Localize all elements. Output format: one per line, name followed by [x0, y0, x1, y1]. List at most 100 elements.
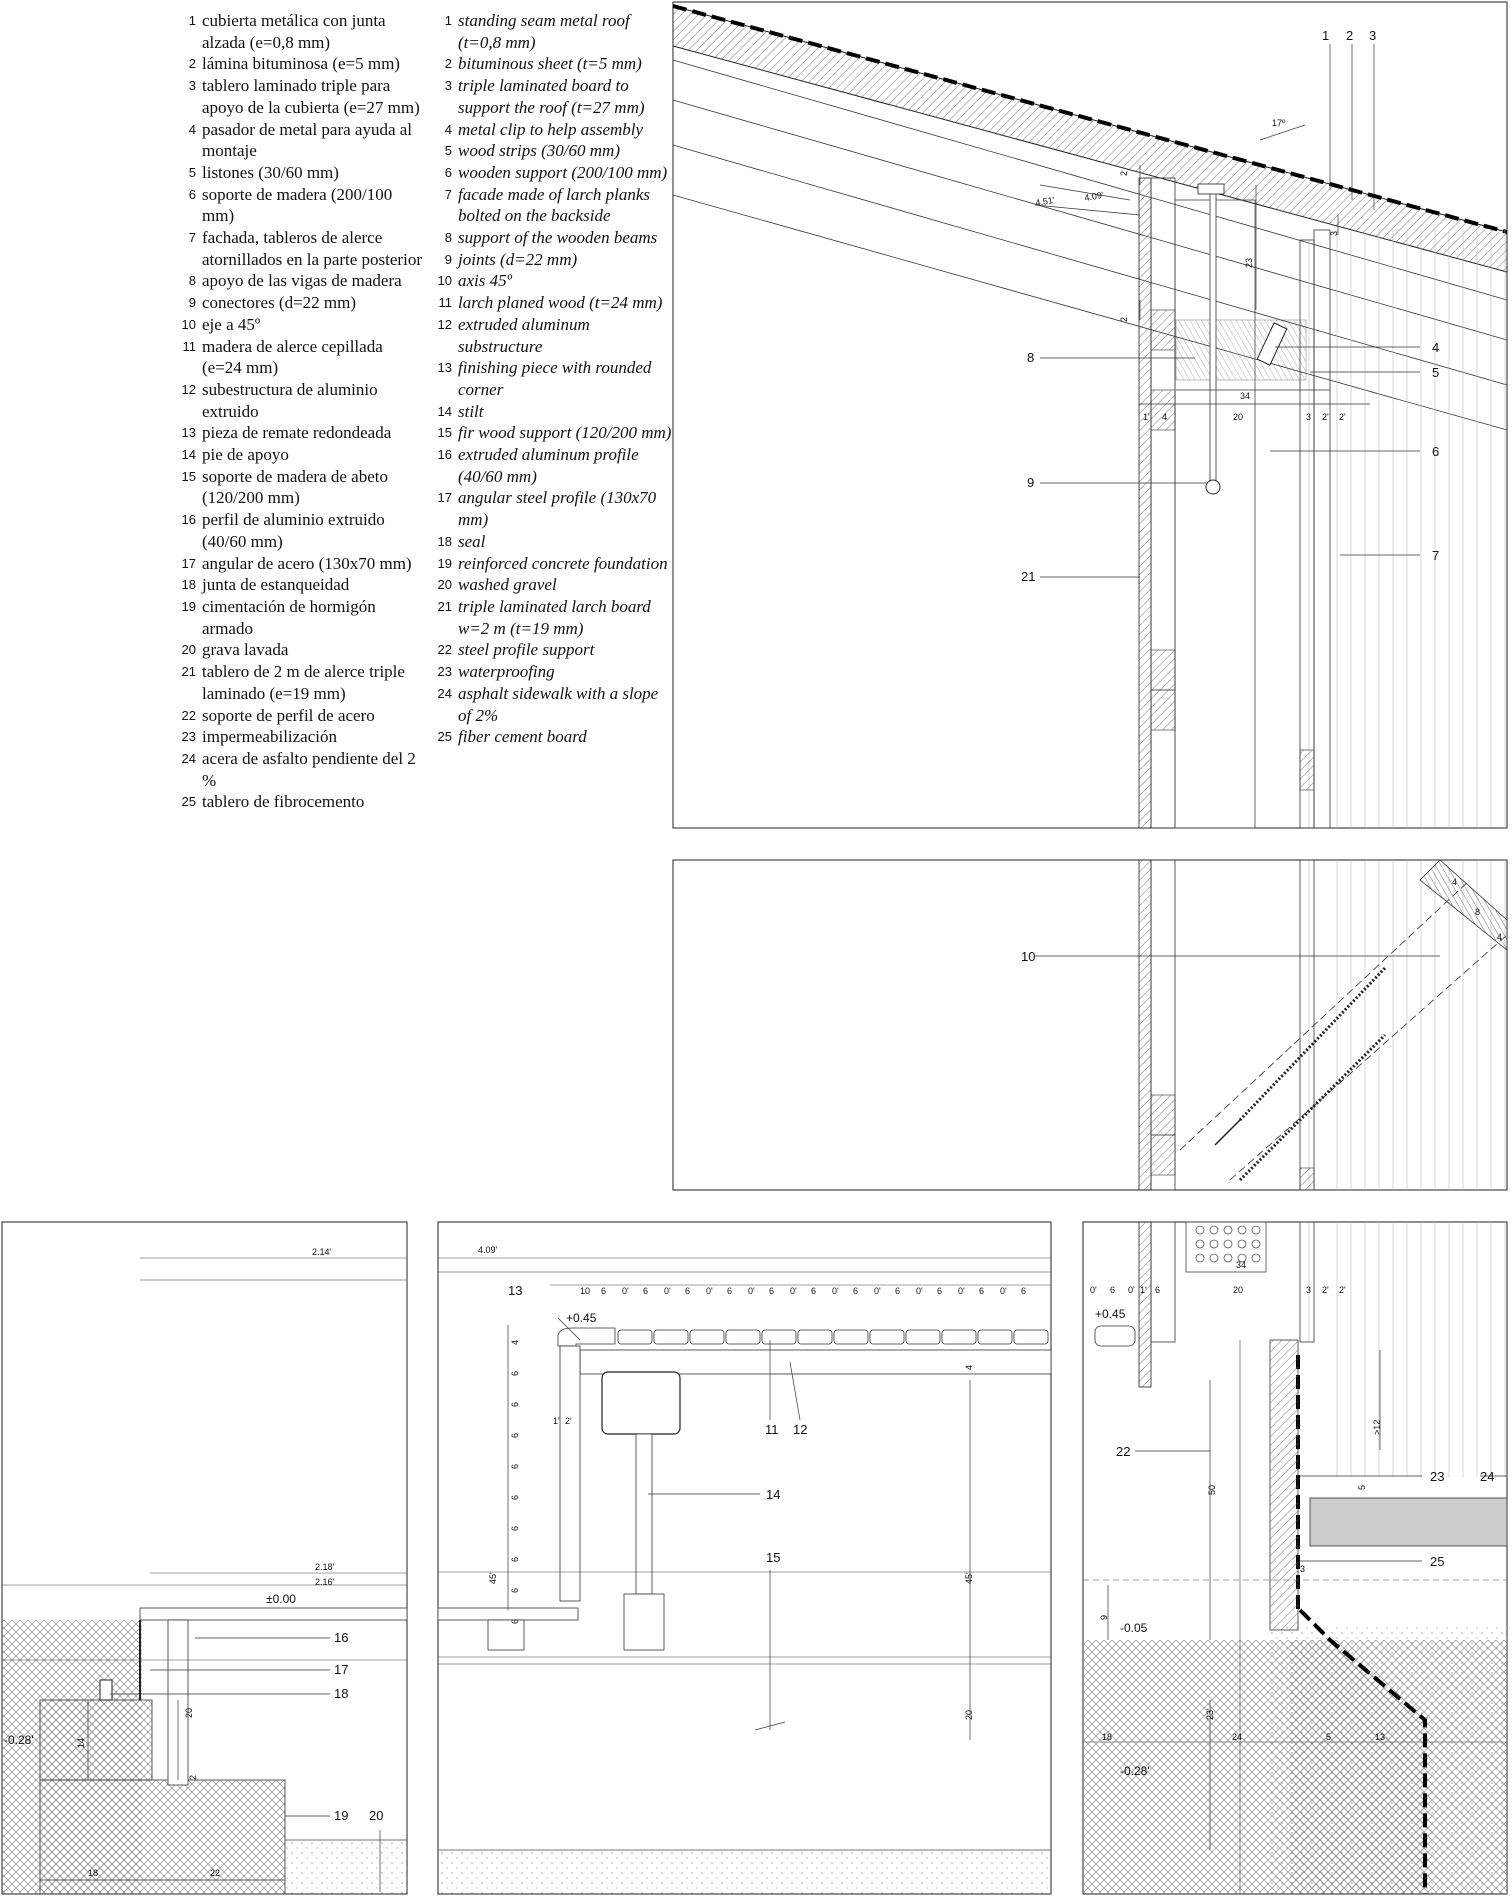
legend-number: 15 [181, 468, 196, 484]
legend-number: 8 [188, 273, 196, 289]
deck-detail: 13 11 12 14 15 +0.45 4.09' 45' 45' 4 20 … [437, 1221, 1052, 1895]
legend-text: finishing piece with rounded corner [458, 358, 652, 399]
legend-text: apoyo de las vigas de madera [202, 271, 402, 291]
legend-text: cimentación de hormigón armado [202, 596, 376, 638]
level-plus: +0.45 [566, 1311, 597, 1325]
sw-dim-top: 2' [1339, 1285, 1346, 1295]
deck-dim-side: 6 [510, 1557, 520, 1562]
legend-item: 14 pie de apoyo [176, 444, 426, 466]
legend-number: 16 [437, 447, 452, 463]
dim-row-3: 3 [1306, 412, 1311, 422]
legend-number: 14 [181, 447, 196, 463]
dim-2b: 2 [1119, 317, 1129, 322]
dim-214: 2.14' [312, 1247, 332, 1257]
perforation [1251, 1225, 1261, 1235]
legend-text: asphalt sidewalk with a slope of 2% [458, 683, 659, 725]
dim-2a: 2 [1119, 171, 1129, 176]
legend-text: triple laminated board to support the ro… [458, 76, 645, 117]
deck-plank [617, 1329, 653, 1345]
dim-row-0: 1' [1143, 412, 1150, 422]
legend-text: support of the wooden beams [458, 228, 658, 248]
deck-dim-top: 0' [622, 1286, 629, 1296]
legend-number: 6 [188, 186, 196, 202]
dim-row-2: 20 [1233, 412, 1243, 422]
dim-409: 4.09' [1084, 190, 1105, 203]
dim-216: 2.16' [315, 1577, 335, 1587]
level-minus: -0.28' [4, 1733, 34, 1747]
legend-text: pie de apoyo [202, 445, 289, 465]
legend-number: 9 [188, 295, 196, 311]
deck-dim-20: 20 [964, 1710, 974, 1720]
callout-14: 14 [766, 1487, 780, 1502]
deck-dim-side: 6 [510, 1464, 520, 1469]
callout-11: 11 [765, 1422, 779, 1437]
legend-number: 24 [437, 685, 452, 701]
callout-8: 8 [1027, 350, 1034, 365]
sw-dim-bottom: 5 [1326, 1732, 1331, 1742]
deck-plank [797, 1329, 833, 1345]
legend-number: 15 [437, 425, 452, 441]
legend-text: madera de alerce cepillada (e=24 mm) [202, 336, 383, 378]
legend-text: standing seam metal roof (t=0,8 mm) [458, 11, 630, 52]
legend-number: 5 [188, 164, 196, 180]
callout-6: 6 [1432, 444, 1439, 459]
perforation [1195, 1253, 1205, 1263]
legend-number: 19 [181, 598, 196, 614]
legend-text: steel profile support [458, 640, 595, 660]
legend-number: 11 [438, 295, 453, 311]
deck-dim-45b: 45' [964, 1572, 974, 1584]
legend-text: acera de asfalto pendiente del 2 % [202, 748, 416, 790]
deck-dim-top: 6 [811, 1286, 816, 1296]
dim-row-1: 4 [1162, 412, 1167, 422]
deck-dim-side: 6 [510, 1495, 520, 1500]
perforation [1237, 1253, 1247, 1263]
callout-4: 4 [1432, 340, 1439, 355]
legend-text: fachada, tableros de alerce atornillados… [202, 228, 422, 269]
perforation [1223, 1253, 1233, 1263]
deck-plank [725, 1329, 761, 1345]
legend-item: 19 cimentación de hormigón armado [176, 596, 426, 639]
perforation [1209, 1225, 1219, 1235]
deck-dim-side: 6 [510, 1402, 520, 1407]
legend-number: 23 [181, 729, 196, 745]
sw-level-m028: -0.28' [1120, 1764, 1150, 1778]
legend-number: 25 [437, 729, 452, 745]
legend-text: tablero de fibrocemento [202, 792, 365, 812]
perforation [1209, 1239, 1219, 1249]
callout-23: 23 [1430, 1469, 1444, 1484]
callout-15: 15 [766, 1550, 780, 1565]
callout-9: 9 [1027, 475, 1034, 490]
legend-text: stilt [458, 401, 484, 421]
legend-number: 21 [181, 664, 196, 680]
sw-dim-bottom: 18 [1102, 1732, 1112, 1742]
callout-17: 17 [334, 1662, 348, 1677]
legend-text: fiber cement board [458, 727, 587, 747]
legend-text: eje a 45º [202, 314, 261, 334]
deck-dim-top: 0' [1000, 1286, 1007, 1296]
legend-number: 5 [444, 143, 452, 159]
legend-number: 1 [188, 13, 196, 28]
deck-dim-top: 6 [937, 1286, 942, 1296]
deck-plank [1013, 1329, 1049, 1345]
legend-number: 12 [181, 381, 196, 397]
deck-dim-top: 6 [853, 1286, 858, 1296]
corner-detail: 10 4 8 4 [672, 859, 1508, 1191]
legend-number: 23 [437, 664, 452, 680]
sw-dim-top: 0' [1090, 1285, 1097, 1295]
legend-text: metal clip to help assembly [458, 119, 644, 139]
dim-18: 18 [88, 1868, 98, 1878]
sw-dim-23: 23' [1205, 1708, 1215, 1720]
dim-22: 22 [210, 1868, 220, 1878]
callout-18: 18 [334, 1686, 348, 1701]
